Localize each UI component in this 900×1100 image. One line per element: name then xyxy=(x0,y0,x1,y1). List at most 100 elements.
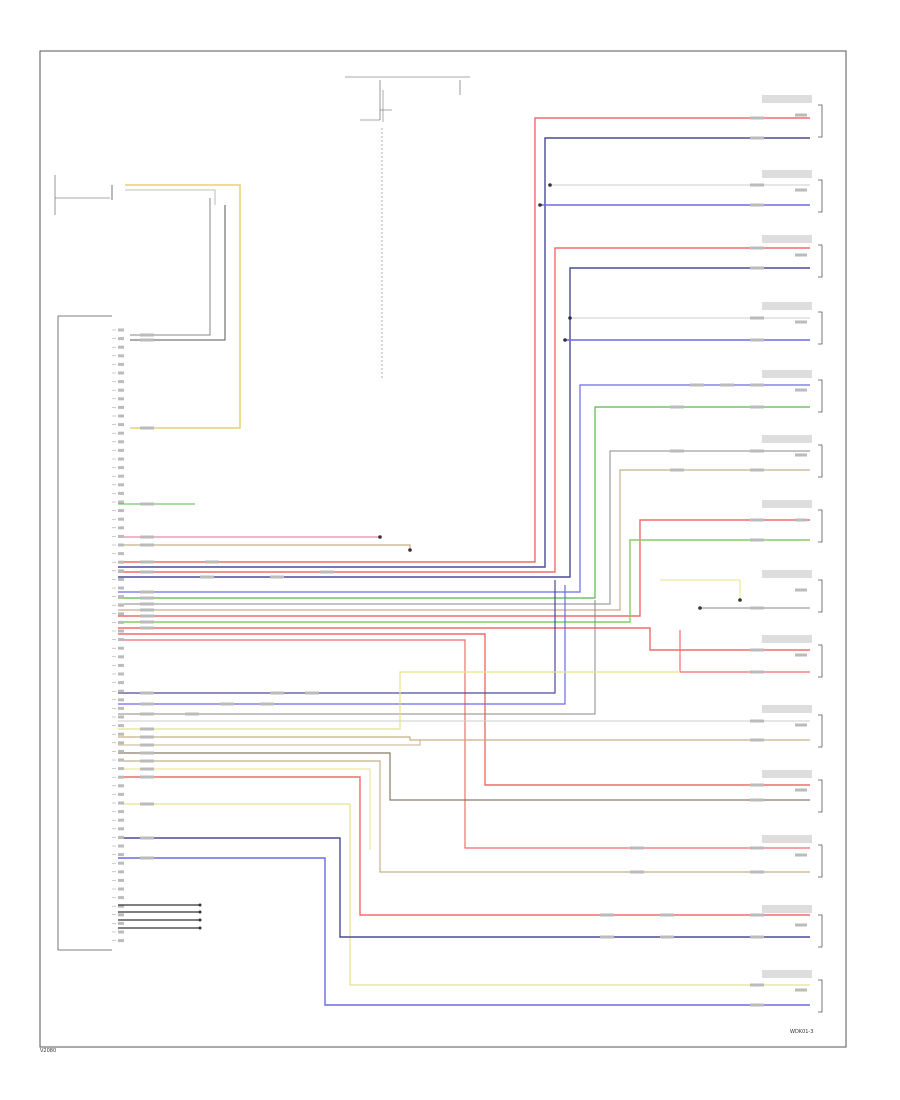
splice-point xyxy=(408,548,412,552)
wire-label-mark xyxy=(750,316,764,320)
module-pin-number xyxy=(118,749,124,753)
connector-pin-label xyxy=(795,188,807,192)
splice-point xyxy=(698,606,702,610)
module-pin-number xyxy=(118,896,124,900)
wire-harness xyxy=(118,117,810,1006)
wire-red-6 xyxy=(118,639,810,849)
module-pin-number xyxy=(118,913,124,917)
module-pin-number xyxy=(118,491,124,495)
module-pin-number xyxy=(118,552,124,556)
connector-11 xyxy=(762,770,823,813)
wire-darkblue-3 xyxy=(118,580,556,694)
wire-label-mark xyxy=(205,560,219,564)
module-pin-number xyxy=(118,405,124,409)
module-pin-number xyxy=(118,775,124,779)
wire-label-mark xyxy=(140,727,154,731)
module-pin-number xyxy=(118,509,124,513)
module-pin-number xyxy=(118,448,124,452)
connector-pin-label xyxy=(795,588,807,592)
wire-label-mark xyxy=(140,856,154,860)
module-pin-number xyxy=(118,870,124,874)
wire-label-mark xyxy=(750,846,764,850)
footer-left-label: V2080 xyxy=(40,1048,56,1054)
connector-8 xyxy=(762,570,823,613)
module-pin-number xyxy=(118,904,124,908)
wire-yellow-3 xyxy=(118,768,371,850)
wire-label-mark xyxy=(750,266,764,270)
wire-label-mark xyxy=(750,405,764,409)
module-pin-number xyxy=(118,500,124,504)
wire-yellow-4 xyxy=(118,803,810,986)
wire-label-mark xyxy=(140,333,154,337)
connector-9 xyxy=(762,635,823,678)
wire-label-mark xyxy=(750,116,764,120)
module-pin-number xyxy=(118,939,124,943)
module-pin-number xyxy=(118,620,124,624)
wire-label-mark xyxy=(660,935,674,939)
wire-label-mark xyxy=(750,518,764,522)
wire-label-mark xyxy=(600,935,614,939)
module-pin-number xyxy=(118,337,124,341)
module-pin-number xyxy=(118,586,124,590)
splice-point xyxy=(738,598,742,602)
wire-label-mark xyxy=(140,626,154,630)
right-connectors xyxy=(762,95,823,1013)
module-pin-number xyxy=(118,801,124,805)
module-pin-number xyxy=(118,423,124,427)
module-pin-number xyxy=(118,543,124,547)
wire-label-mark xyxy=(720,383,734,387)
module-pin-number xyxy=(118,612,124,616)
wire-label-mark xyxy=(750,670,764,674)
splice-point xyxy=(378,535,382,539)
module-pin-number xyxy=(118,655,124,659)
module-pin-number xyxy=(118,827,124,831)
module-pin-number xyxy=(118,732,124,736)
wire-label-mark xyxy=(140,535,154,539)
wire-label-mark xyxy=(750,783,764,787)
module-pin-number xyxy=(118,440,124,444)
wire-label-mark xyxy=(750,203,764,207)
module-pin-ticks xyxy=(112,329,116,941)
module-pin-number xyxy=(118,526,124,530)
connector-13 xyxy=(762,905,823,948)
wire-label-mark xyxy=(750,913,764,917)
wire-label-mark xyxy=(140,338,154,342)
wire-label-mark xyxy=(140,560,154,564)
wire-red-8 xyxy=(118,776,810,916)
module-pin-number xyxy=(118,681,124,685)
wire-label-mark xyxy=(750,935,764,939)
connector-3 xyxy=(762,235,823,278)
wire-red-3 xyxy=(118,519,810,617)
module-pin-number xyxy=(118,930,124,934)
wire-tan-2 xyxy=(118,469,810,611)
module-pin-number xyxy=(118,921,124,925)
wire-label-mark xyxy=(140,802,154,806)
module-pin-number xyxy=(118,603,124,607)
module-pin-number xyxy=(118,371,124,375)
wire-gray-3 xyxy=(118,450,810,605)
wire-label-mark xyxy=(140,691,154,695)
module-pin-number xyxy=(118,577,124,581)
module-pin-number xyxy=(118,698,124,702)
connector-pin-label xyxy=(795,518,807,522)
module-pin-number xyxy=(118,414,124,418)
wire-label-mark xyxy=(670,468,684,472)
splice-point xyxy=(563,338,567,342)
wire-label-mark xyxy=(140,608,154,612)
module-pin-number xyxy=(118,466,124,470)
wire-label-mark xyxy=(140,743,154,747)
wire-label-mark xyxy=(750,183,764,187)
wire-label-mark xyxy=(690,383,704,387)
wire-label-mark xyxy=(140,759,154,763)
wire-label-mark xyxy=(270,575,284,579)
module-pin-number xyxy=(118,741,124,745)
connector-pin-label xyxy=(795,723,807,727)
module-pin-number xyxy=(118,431,124,435)
wire-brown-1 xyxy=(118,752,810,801)
wire-red-top xyxy=(118,117,810,563)
module-pin-number xyxy=(118,457,124,461)
wire-label-mark xyxy=(750,983,764,987)
module-pin-number xyxy=(118,646,124,650)
module-pin-number xyxy=(118,792,124,796)
